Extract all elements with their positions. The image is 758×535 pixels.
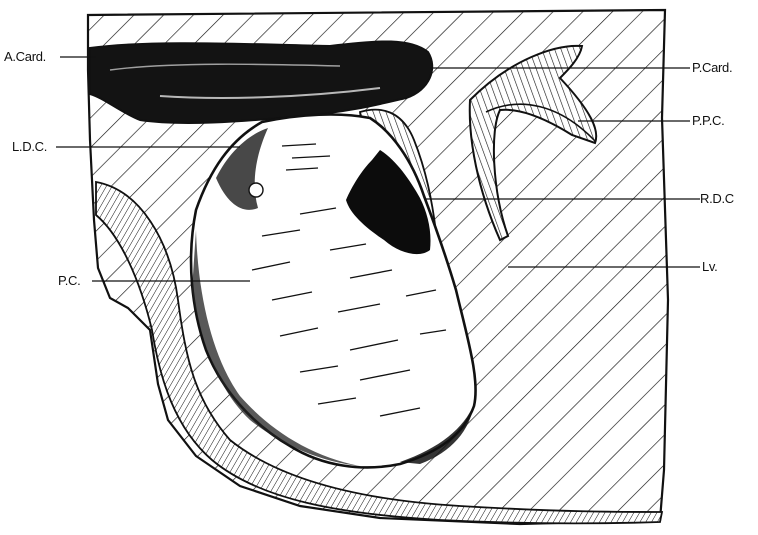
- label-pc: P.C.: [58, 273, 80, 288]
- label-rdc: R.D.C: [700, 191, 734, 206]
- label-ppc: P.P.C.: [692, 113, 724, 128]
- label-a-card: A.Card.: [4, 49, 46, 64]
- label-lv: Lv.: [702, 259, 717, 274]
- small-ring: [249, 183, 263, 197]
- label-p-card: P.Card.: [692, 60, 732, 75]
- label-ldc: L.D.C.: [12, 139, 47, 154]
